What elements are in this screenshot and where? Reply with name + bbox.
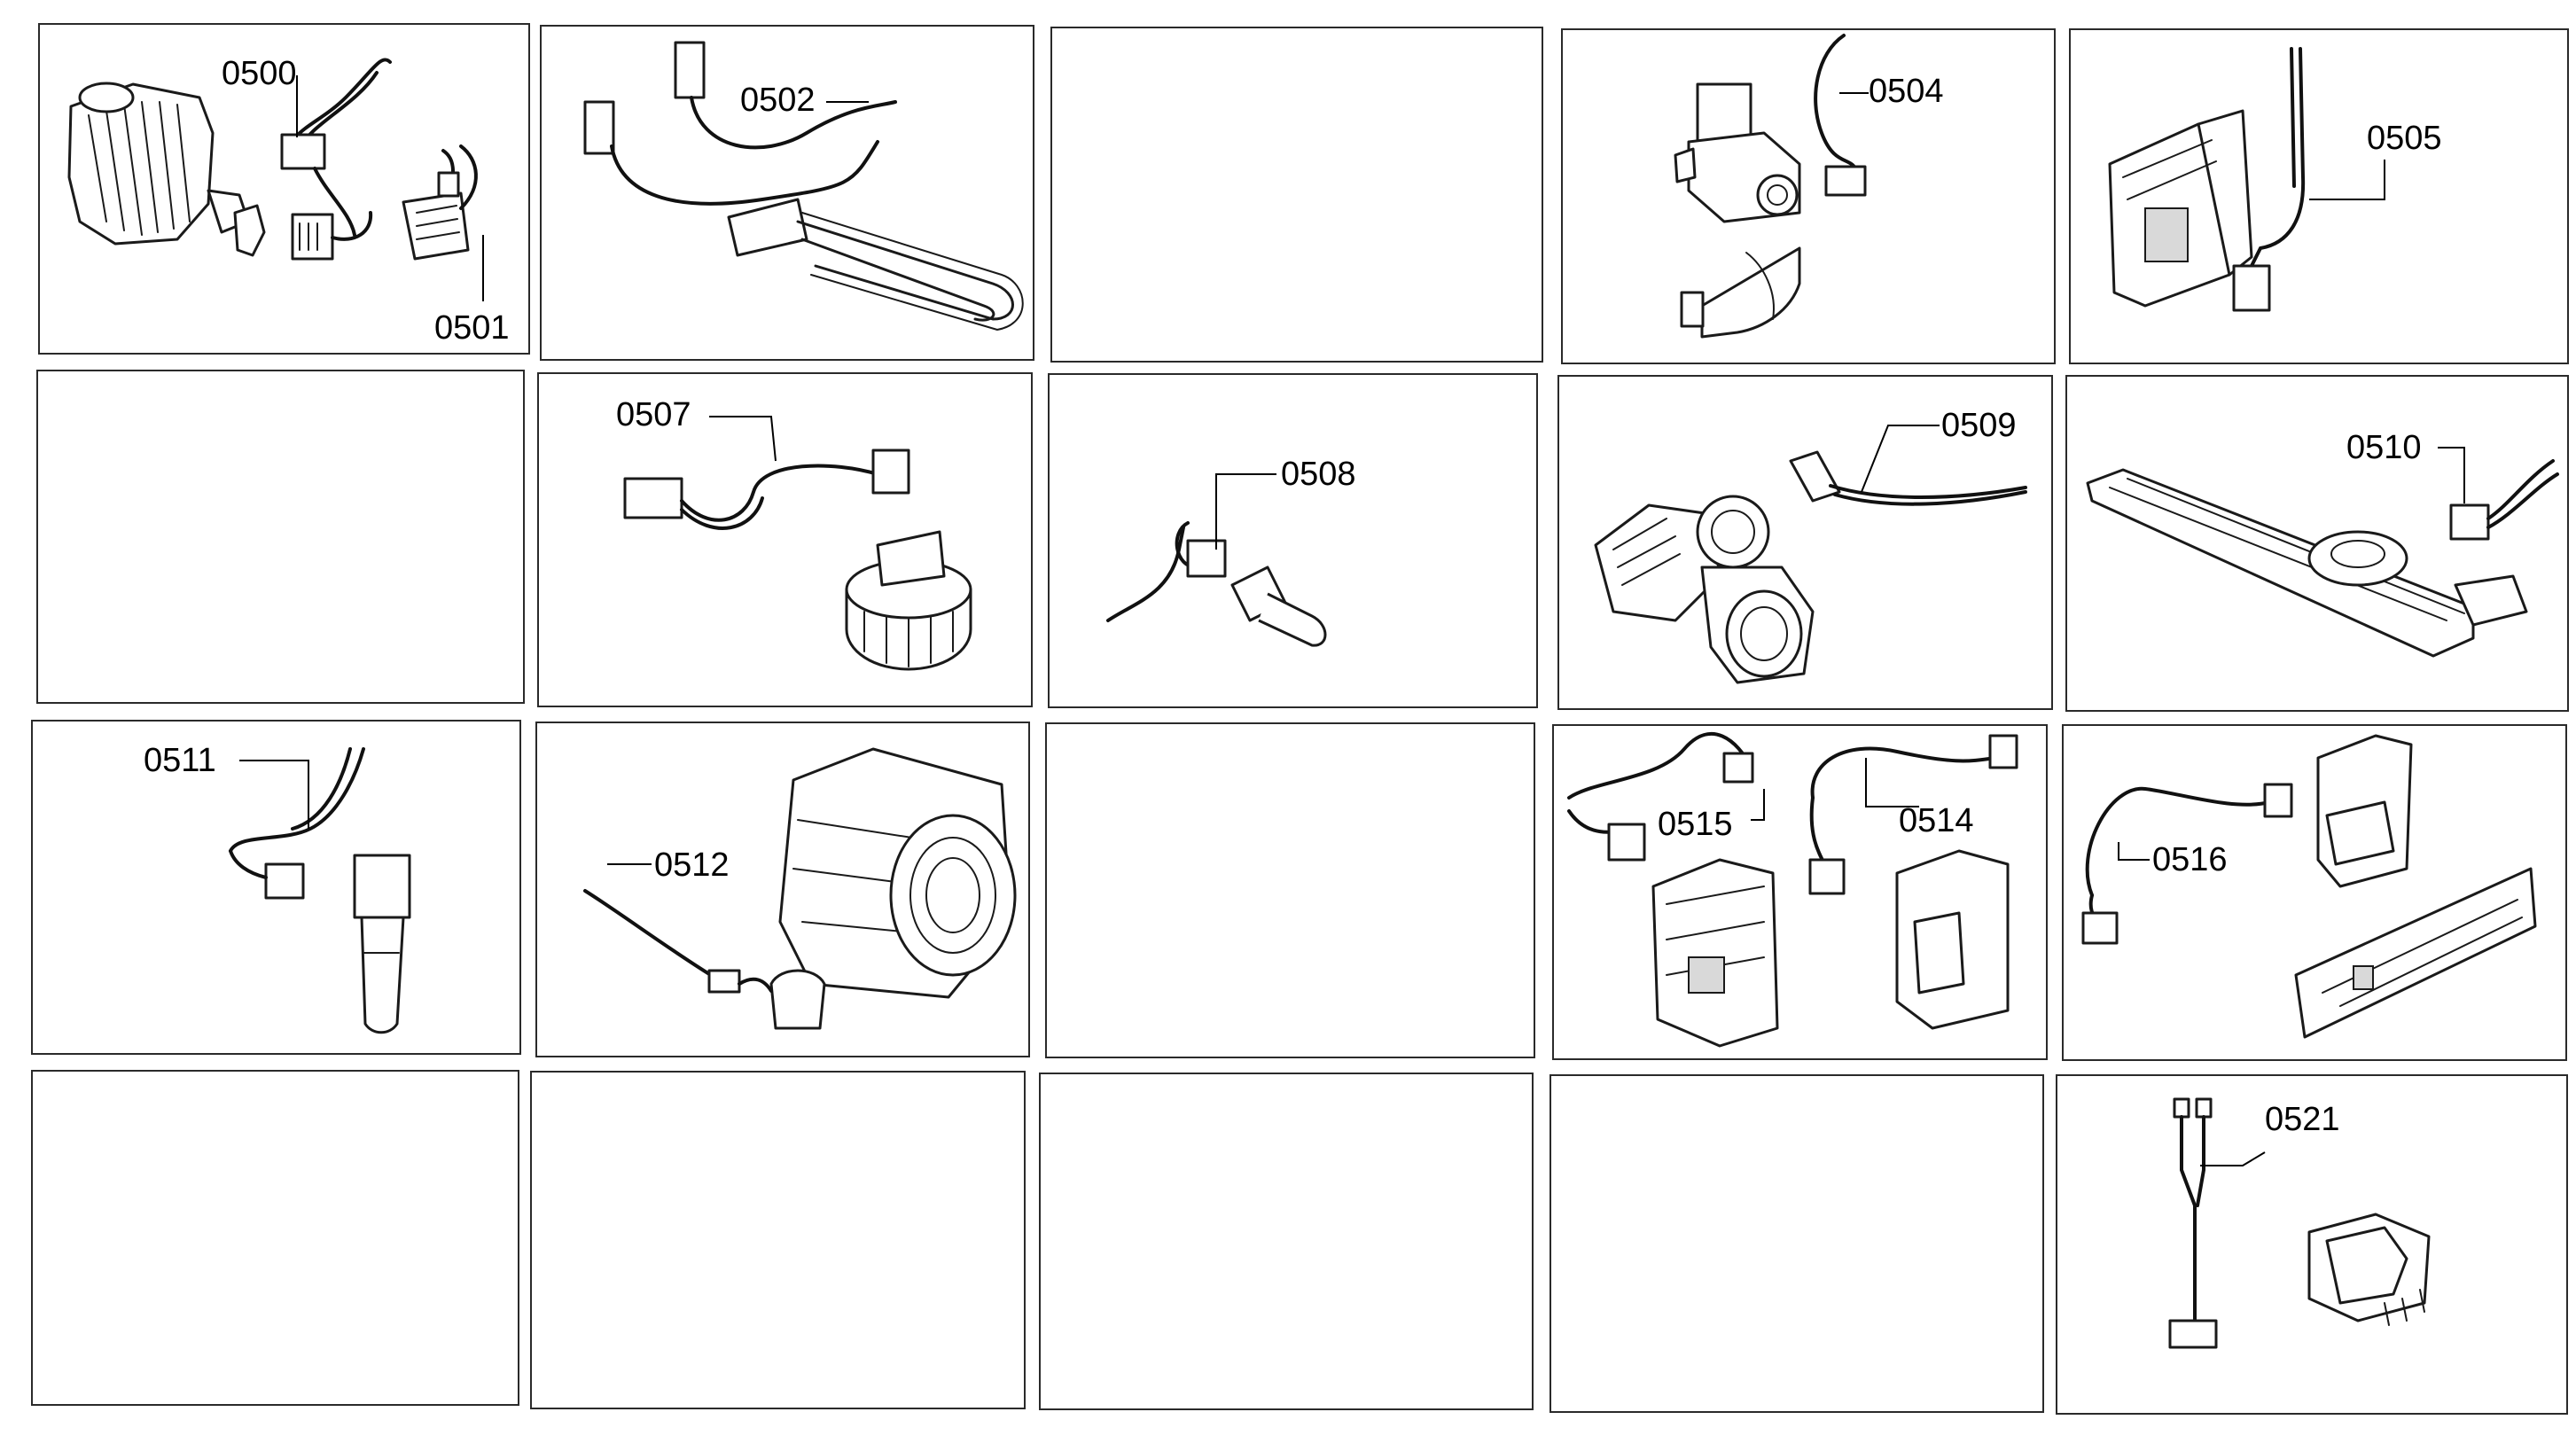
wiring-harness-icon — [583, 41, 897, 206]
drain-pump-icon — [1594, 495, 1815, 684]
circuit-board-icon — [1651, 858, 1779, 1048]
cell-r1c2 — [540, 25, 1034, 361]
leader-0505 — [2309, 160, 2385, 200]
cell-r4c3 — [1039, 1073, 1534, 1410]
label-0505: 0505 — [2367, 120, 2442, 157]
leader-0510 — [2438, 447, 2465, 503]
harness-0514 — [1808, 734, 2018, 895]
leader-0514 — [1865, 758, 1919, 807]
harness-0507 — [623, 449, 910, 530]
harness-0509 — [1789, 450, 2027, 506]
cell-r3c3 — [1045, 722, 1535, 1058]
motor-icon — [67, 82, 266, 257]
leader-0508 — [1215, 473, 1276, 550]
control-module-icon — [2108, 109, 2253, 308]
dispenser-tray-icon — [2086, 468, 2528, 658]
label-0509: 0509 — [1941, 407, 2017, 444]
grid-cells — [31, 23, 2569, 1415]
circuit-board-icon — [2294, 867, 2537, 1039]
door-lock-icon — [1895, 849, 2010, 1030]
cell-r1c3 — [1050, 27, 1543, 363]
harness-0501 — [402, 144, 478, 261]
cell-r2c3 — [1048, 373, 1538, 708]
label-0510: 0510 — [2346, 429, 2422, 466]
harness-0515 — [1567, 731, 1754, 862]
cell-r2c1 — [36, 370, 525, 704]
cell-r4c4 — [1550, 1074, 2044, 1413]
label-0507: 0507 — [616, 396, 691, 433]
label-0516: 0516 — [2152, 841, 2228, 878]
leader-0507 — [709, 416, 777, 462]
harness-0521 — [2168, 1097, 2218, 1349]
label-0502: 0502 — [740, 82, 816, 119]
harness-0511 — [229, 747, 365, 900]
sensor-icon — [1230, 566, 1327, 647]
control-module-icon — [2316, 734, 2413, 888]
label-0512: 0512 — [654, 846, 730, 884]
label-0515: 0515 — [1658, 806, 1733, 843]
label-0508: 0508 — [1281, 456, 1356, 493]
label-0504: 0504 — [1869, 73, 1944, 110]
tub-icon — [778, 747, 1017, 999]
cell-r4c1 — [31, 1070, 519, 1406]
harness-0516 — [2081, 783, 2293, 945]
label-0501: 0501 — [434, 309, 510, 347]
harness-0508 — [1106, 521, 1227, 622]
pressure-switch-icon — [845, 530, 972, 671]
label-0500: 0500 — [222, 55, 297, 92]
cell-r1c4 — [1561, 28, 2056, 364]
label-0511: 0511 — [144, 742, 216, 779]
leader-0515 — [1751, 789, 1765, 821]
label-0514: 0514 — [1899, 802, 1974, 839]
motor-harness-0500 — [280, 58, 392, 261]
leader-0511 — [239, 760, 309, 829]
heater-element-icon — [727, 198, 1024, 331]
sensor-icon — [353, 854, 411, 1034]
label-0521: 0521 — [2265, 1101, 2340, 1138]
cell-r2c2 — [537, 372, 1033, 707]
cell-r4c2 — [530, 1071, 1026, 1409]
harness-0504 — [1814, 34, 1867, 197]
water-valve-icon — [1674, 82, 1801, 339]
leader-0516 — [2118, 842, 2150, 861]
harness-0512 — [583, 889, 826, 1030]
harness-0505 — [2232, 47, 2306, 312]
door-lock-icon — [2307, 1213, 2431, 1326]
harness-0510 — [2449, 459, 2559, 541]
leader-0521 — [2200, 1151, 2266, 1166]
leader-0509 — [1861, 425, 1940, 493]
